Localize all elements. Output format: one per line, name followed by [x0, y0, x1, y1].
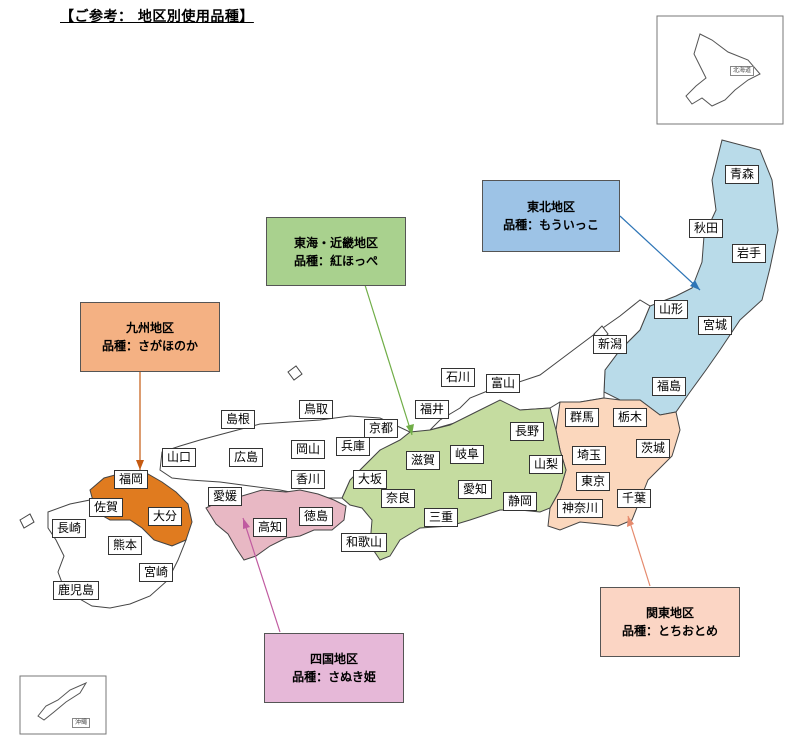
map-title: 【ご参考： 地区別使用品種】 — [60, 9, 254, 25]
prefecture-label-tokushima: 徳島 — [299, 507, 334, 526]
prefecture-label-wakayama: 和歌山 — [341, 533, 388, 552]
kanto-arrowhead — [627, 516, 634, 527]
prefecture-label-shizuoka: 静岡 — [503, 492, 538, 511]
prefecture-label-yamaguchi: 山口 — [162, 448, 197, 467]
kanto-arrow — [627, 515, 651, 587]
prefecture-label-oita: 大分 — [148, 507, 183, 526]
tohoku-arrowhead — [690, 280, 700, 290]
hokkaido-outline — [685, 33, 761, 107]
tohoku-variety: 品種：もういっこ — [503, 218, 599, 232]
prefecture-label-toyama: 富山 — [486, 374, 521, 393]
tokai-kinki-arrowhead — [406, 424, 414, 435]
tohoku-region-callout: 東北地区 品種：もういっこ — [482, 180, 620, 252]
shikoku-region-callout: 四国地区 品種：さぬき姫 — [264, 633, 404, 703]
goto-islands — [19, 513, 35, 529]
shikoku-region-name: 四国地区 — [309, 652, 358, 666]
prefecture-label-aomori: 青森 — [725, 165, 760, 184]
kanto-region-callout: 関東地区 品種：とちおとめ — [600, 587, 740, 657]
kanto-variety: 品種：とちおとめ — [621, 624, 718, 638]
prefecture-label-nagano: 長野 — [510, 422, 545, 441]
prefecture-label-hyogo: 兵庫 — [336, 437, 371, 456]
prefecture-label-kagawa: 香川 — [291, 470, 326, 489]
prefecture-label-shiga: 滋賀 — [406, 451, 441, 470]
prefecture-label-kanagawa: 神奈川 — [557, 499, 604, 518]
prefecture-label-kochi: 高知 — [253, 518, 288, 537]
okinawa-outline — [37, 681, 88, 721]
prefecture-label-tokyo: 東京 — [576, 472, 611, 491]
prefecture-label-miyagi: 宮城 — [698, 316, 733, 335]
shikoku-variety: 品種：さぬき姫 — [292, 670, 376, 684]
chugoku-white-area — [159, 415, 411, 499]
prefecture-label-saga: 佐賀 — [89, 498, 124, 517]
prefecture-label-gunma: 群馬 — [565, 408, 600, 427]
prefecture-label-tochigi: 栃木 — [613, 408, 648, 427]
okinawa-inset-label: 沖縄 — [72, 718, 91, 728]
prefecture-label-hiroshima: 広島 — [229, 448, 264, 467]
hokkaido-inset-label: 北海道 — [730, 66, 755, 76]
prefecture-label-fukui: 福井 — [415, 400, 450, 419]
shikoku-arrow — [242, 517, 281, 633]
prefecture-label-akita: 秋田 — [689, 219, 724, 238]
tohoku-arrow — [619, 215, 701, 291]
prefecture-label-okayama: 岡山 — [291, 440, 326, 459]
kanto-region-name: 関東地区 — [645, 606, 694, 620]
prefecture-label-niigata: 新潟 — [593, 335, 628, 354]
prefecture-label-kagoshima: 鹿児島 — [53, 581, 100, 600]
prefecture-label-gifu: 岐阜 — [450, 445, 485, 464]
prefecture-label-kumamoto: 熊本 — [108, 536, 143, 555]
tohoku-region-name: 東北地区 — [526, 200, 575, 214]
prefecture-label-ishikawa: 石川 — [441, 368, 476, 387]
oki-islands — [287, 365, 303, 381]
prefecture-label-yamagata: 山形 — [654, 300, 689, 319]
kyushu-arrowhead — [136, 460, 144, 470]
prefecture-label-iwate: 岩手 — [732, 244, 767, 263]
prefecture-label-mie: 三重 — [424, 508, 459, 527]
prefecture-label-yamanashi: 山梨 — [529, 455, 564, 474]
prefecture-label-fukushima: 福島 — [652, 377, 687, 396]
prefecture-label-tottori: 鳥取 — [299, 400, 334, 419]
kyushu-region-callout: 九州地区 品種：さがほのか — [80, 302, 220, 372]
shikoku-arrowhead — [243, 518, 250, 529]
prefecture-label-saitama: 埼玉 — [572, 446, 607, 465]
tokai-kinki-region-callout: 東海・近畿地区 品種：紅ほっぺ — [266, 217, 406, 286]
prefecture-label-kyoto: 京都 — [364, 419, 399, 438]
prefecture-label-fukuoka: 福岡 — [114, 470, 149, 489]
prefecture-label-ibaraki: 茨城 — [636, 439, 671, 458]
tokai-kinki-region-name: 東海・近畿地区 — [293, 235, 378, 250]
prefecture-label-chiba: 千葉 — [617, 489, 652, 508]
kyushu-region-name: 九州地区 — [125, 321, 174, 335]
prefecture-label-ehime: 愛媛 — [208, 487, 243, 506]
prefecture-label-nagasaki: 長崎 — [52, 519, 87, 538]
tokai-kinki-variety: 品種：紅ほっぺ — [293, 253, 378, 268]
prefecture-label-miyazaki: 宮崎 — [139, 563, 174, 582]
prefecture-label-nara: 奈良 — [381, 489, 416, 508]
kyushu-variety: 品種：さがほのか — [101, 339, 198, 353]
prefecture-label-shimane: 島根 — [221, 410, 256, 429]
prefecture-label-aichi: 愛知 — [458, 480, 493, 499]
tokai-kinki-arrow — [364, 284, 413, 436]
prefecture-label-osaka: 大坂 — [353, 470, 388, 489]
